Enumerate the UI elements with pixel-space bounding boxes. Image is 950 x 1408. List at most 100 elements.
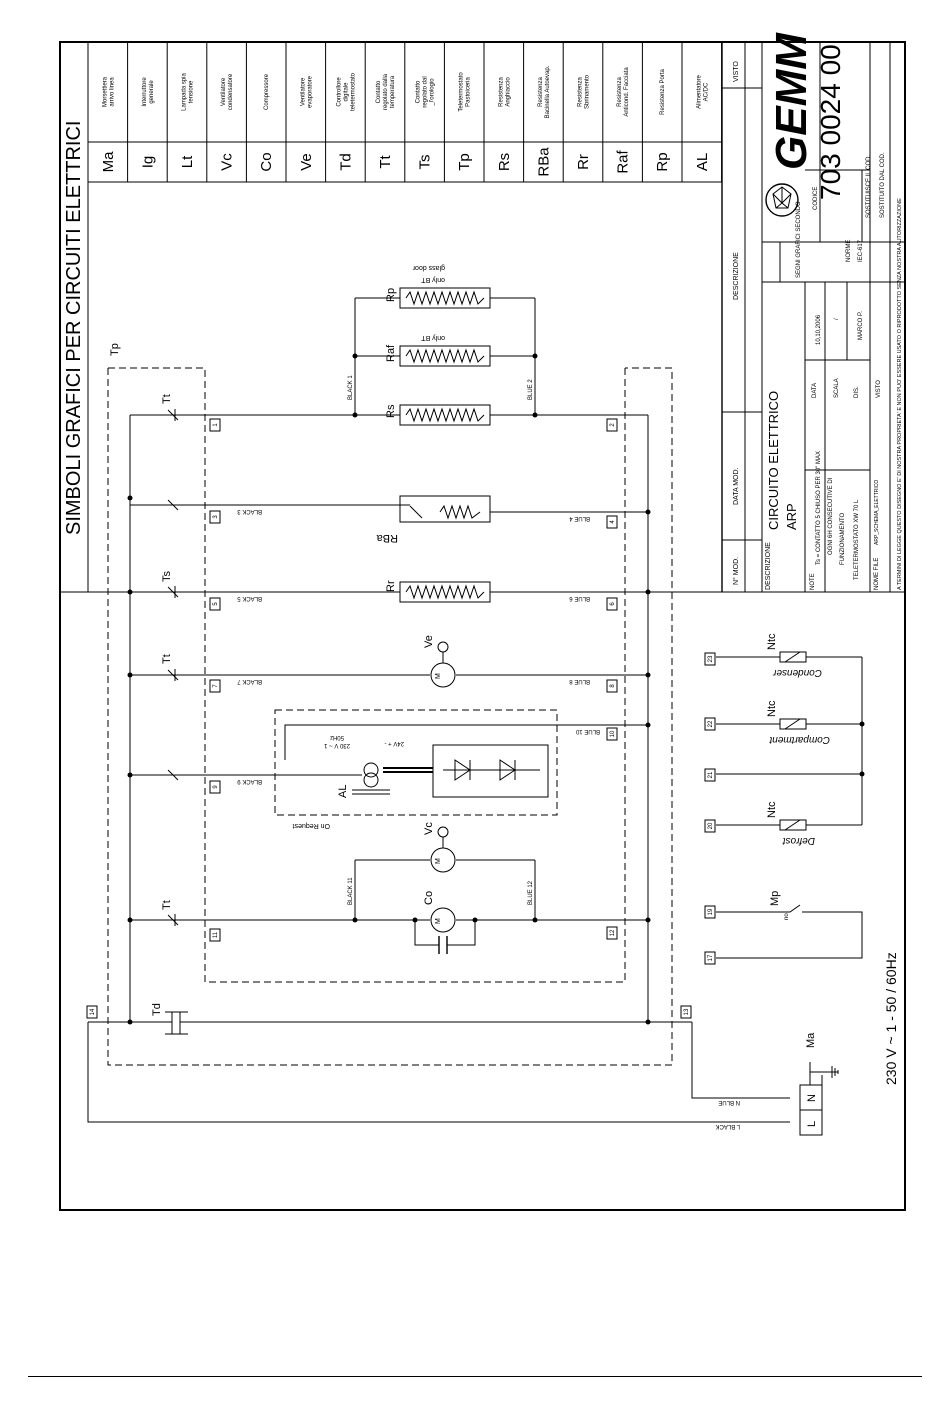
label-mp: Mp: [769, 891, 781, 906]
legend-desc: Lampada spia: [182, 72, 188, 110]
legend-desc: teletermostato: [350, 72, 356, 111]
note-only-bt-raf: only BT: [421, 334, 445, 341]
label-rba: RBa: [376, 532, 398, 544]
dis-value: MARCO P.: [858, 311, 864, 340]
terminal-number: 12: [610, 929, 616, 936]
visto-box: VISTO: [722, 61, 762, 89]
legend-desc: Pastoiceria: [466, 77, 472, 107]
al-diodes: [443, 759, 540, 781]
wire-black1: BLACK 1: [348, 375, 354, 400]
legend-code: Tp: [456, 153, 473, 171]
wire-blue8: BLUE 8: [569, 678, 590, 684]
legend-desc: Resistenza: [498, 77, 504, 107]
note-glass-door: glass door: [412, 264, 445, 271]
terminal-number: 7: [213, 684, 219, 688]
terminal-number: 23: [708, 655, 714, 662]
dis-label: DIS.: [854, 386, 860, 398]
terminal-box: [704, 951, 716, 965]
terminal-box: [606, 926, 618, 940]
label-ma: Ma: [805, 1032, 817, 1048]
nome-file: ARP_SCHEMA_ELETTRICO: [874, 480, 880, 545]
legend-desc: Resistenza Porta: [660, 69, 666, 115]
terminal-number: 10: [610, 730, 616, 737]
legend-desc: generale: [149, 80, 155, 104]
tp-enclosure: [107, 367, 673, 1066]
sensor-section: [716, 651, 865, 959]
terminal-number: 20: [708, 822, 714, 829]
terminal-box: [606, 418, 618, 432]
data-value: 10,10,2006: [816, 314, 822, 345]
terminal-number: 17: [708, 954, 714, 961]
wire-blue12: BLUE 12: [528, 880, 534, 905]
label-al: AL: [337, 785, 349, 798]
terminal-box: [704, 768, 716, 782]
terminal-box: [606, 727, 618, 741]
legend-desc: Contatto: [416, 80, 422, 103]
label-tp: Tp: [109, 343, 121, 356]
legend-desc: Ventilatore: [221, 77, 227, 106]
note-line-0: Ts = CONTATTO 5 CHIUSO PER 30" MAX: [816, 451, 822, 565]
segni-label: SEGNI GRAFICI SECONDO: [796, 201, 802, 278]
al-enclosure: [274, 709, 558, 816]
terminal-box: [606, 515, 618, 529]
note-al-out: 24V + -: [384, 740, 404, 746]
legend-desc: temperatura: [390, 75, 396, 108]
label-tt-3: Tt: [161, 900, 173, 910]
revision-data-mod: DATA MOD.: [733, 467, 740, 505]
title-descrizione-label: DESCRIZIONE: [765, 542, 772, 590]
wire-l-black: L BLACK: [716, 1123, 740, 1129]
terminal-box: [209, 780, 221, 794]
ntc-condenser: [779, 651, 807, 663]
scala-label: SCALA: [834, 378, 840, 398]
motor-ve-m: M: [435, 673, 442, 679]
contact-al: [167, 769, 179, 781]
legend-desc: _l'orologio: [430, 78, 436, 107]
terminal-box: [86, 1005, 98, 1019]
label-ve: Ve: [423, 635, 435, 648]
sostituisce-label: SOSTITUISCE IL COD.: [866, 155, 872, 218]
terminal-number: 11: [213, 931, 219, 938]
revision-n-mod: N° MOD.: [732, 557, 740, 585]
note-line-3: TELETERMOSTATO XW 70 L: [854, 499, 860, 580]
ntc-defrost: [779, 819, 807, 831]
scala-value: /: [834, 318, 840, 320]
codice-value: 703 0024 00: [815, 44, 846, 200]
note-condenser: Condenser: [772, 667, 822, 678]
wire-black9: BLACK 9: [237, 778, 262, 784]
terminal-box: [209, 597, 221, 611]
terminal-box: [209, 679, 221, 693]
legend-code: Vc: [219, 153, 236, 171]
legend-desc: Contatto: [376, 80, 382, 103]
label-rr: Rr: [385, 580, 397, 592]
wire-blue4: BLUE 4: [569, 515, 590, 521]
outer-frame: [59, 41, 906, 1211]
terminal-box: [209, 928, 221, 942]
legend-code: Rp: [654, 152, 671, 171]
legend-desc: tensione: [189, 80, 195, 103]
note-al-freq: 50Hz: [330, 734, 344, 740]
label-ts: Ts: [161, 571, 173, 583]
norme-label: NORME: [846, 240, 852, 262]
motor-ve: [430, 641, 456, 688]
label-raf: Raf: [385, 344, 397, 362]
label-ntc-1: Ntc: [766, 633, 778, 650]
page-title: SIMBOLI GRAFICI PER CIRCUITI ELETTRICI: [63, 121, 85, 536]
label-ntc-3: Ntc: [766, 801, 778, 818]
terminal-number: 22: [708, 720, 714, 727]
legend-desc: Resistenza: [578, 77, 584, 107]
terminal-number: 1: [213, 423, 219, 427]
terminal-box: [209, 418, 221, 432]
motor-co-m: M: [435, 918, 442, 924]
data-label: DATA: [812, 383, 818, 398]
legend-desc: Bacinella Autoevap.: [545, 65, 551, 118]
nome-file-label: NOME FILE: [874, 558, 880, 590]
wire-black3: BLACK 3: [237, 508, 262, 514]
resistor-raf: [399, 345, 491, 367]
note-label: NOTE: [810, 573, 816, 590]
terminal-number: 3: [213, 515, 219, 519]
visto-label: VISTO: [733, 61, 740, 82]
footer-note: A TERMINI DI LEGGE QUESTO DISEGNO E' DI …: [897, 198, 903, 590]
